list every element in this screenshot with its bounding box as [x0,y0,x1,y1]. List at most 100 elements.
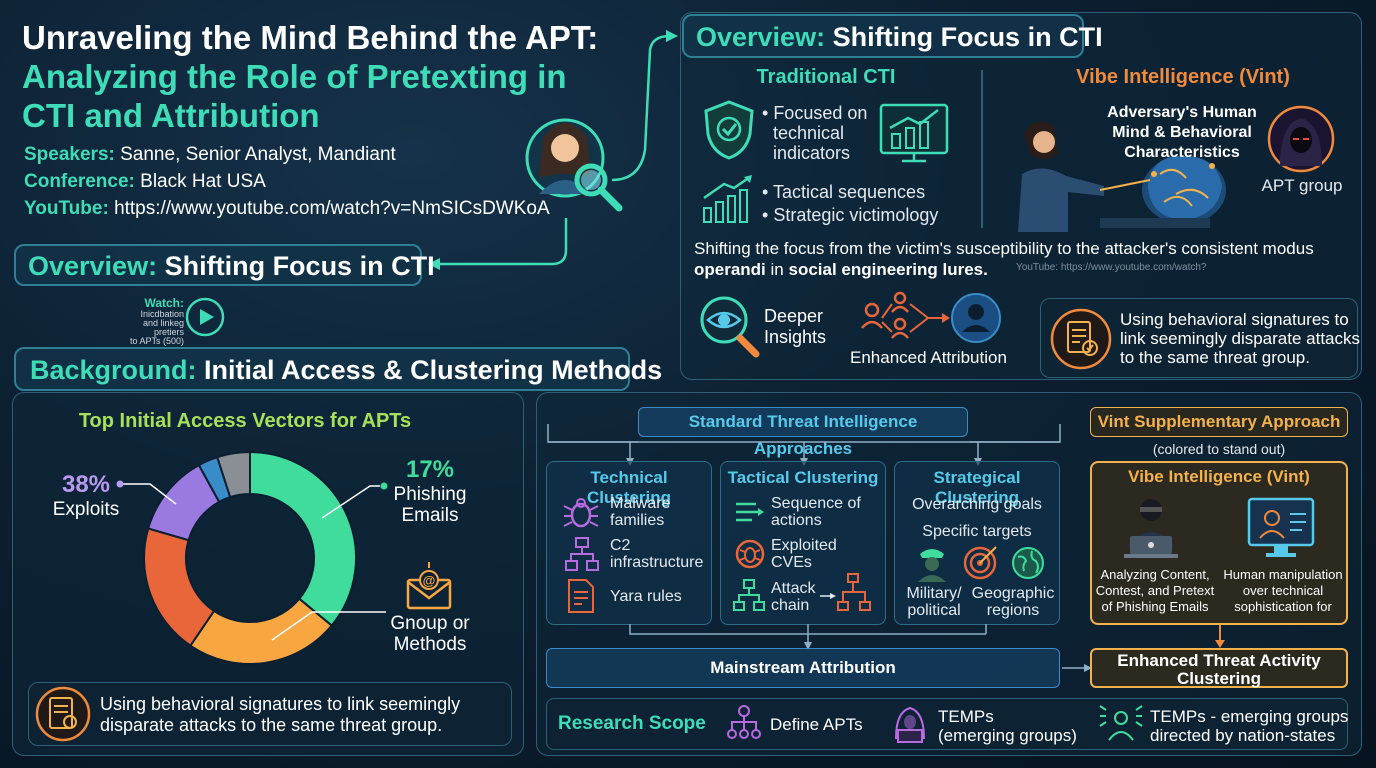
vint-left-line-2: Contest, and Pretext [1095,583,1215,598]
signature-document-icon [1050,308,1112,370]
vint-desc-line-1: Adversary's Human [1107,104,1257,121]
overview-behavioral-text: Using behavioral signatures to link seem… [1120,310,1360,367]
trad-item-2a: • Tactical sequences [762,182,926,202]
hooded-hacker-icon [1266,104,1336,174]
vint-supp-subtitle: (colored to stand out) [1152,441,1286,457]
overview-header-colored: Overview: [696,22,826,52]
sequence-hand-icon [732,496,768,526]
youtube-link[interactable]: https://www.youtube.com/watch?v=NmSICsDW… [114,198,550,219]
vint-description: Adversary's Human Mind & Behavioral Char… [1082,103,1282,163]
group-leader-line [271,611,386,641]
c2-infrastructure-label: C2 infrastructure [610,537,704,571]
youtube-row: YouTube: https://www.youtube.com/watch?v… [24,195,550,222]
overview-behav-line-3: to the same threat group. [1120,348,1310,367]
exploits-leader-line [120,483,177,505]
standard-tree-lines [547,424,1061,466]
vint-box-title: Vibe Intelligence (Vint) [1128,467,1310,486]
specific-targets-label: Specific targets [922,523,1032,540]
speakers-value: Sanne, Senior Analyst, Mandiant [120,144,396,165]
vint-desc-line-2: Mind & Behavioral [1112,124,1252,141]
vint-down-arrow [1215,625,1225,648]
watermark-text: YouTube: https://www.youtube.com/watch? [1016,262,1207,273]
group-label-1: Gnoup or [390,613,470,634]
vint-right-text: Human manipulation over technical sophis… [1220,567,1346,615]
exploits-pct: 38% [61,471,111,498]
malware-bug-icon [562,496,600,530]
watch-caption-2: and linkeg pretiers [142,318,184,337]
phishing-pct: 17% [405,456,455,483]
vint-desc-line-3: Characteristics [1124,144,1240,161]
temps-line-1: TEMPs [938,707,994,726]
tactical-clustering-title: Tactical Clustering [727,468,879,487]
youtube-label: YouTube: [24,198,109,219]
target-icon [962,545,998,581]
mainstream-connectors [629,624,987,650]
vint-left-line-1: Analyzing Content, [1100,567,1210,582]
background-header-tag: Background: Initial Access & Clustering … [14,347,662,391]
group-label-2: Methods [393,634,467,655]
vint-left-line-3: of Phishing Emails [1101,599,1209,614]
hierarchy-people-icon [724,704,764,744]
deeper-line-2: Insights [764,327,827,347]
temps-nation-states-label: TEMPs - emerging groups directed by nati… [1150,707,1348,745]
donut-chart [116,450,388,665]
phishing-label-1: Phishing [393,484,467,505]
overview-small-tag[interactable]: Overview: Shifting Focus in CTI [14,244,435,286]
temps-emerging-label: TEMPs (emerging groups) [938,707,1077,745]
title-line-2: Analyzing the Role of Pretexting in [22,58,567,95]
deeper-line-1: Deeper [764,306,824,326]
conference-value: Black Hat USA [140,171,266,192]
conference-row: Conference: Black Hat USA [24,168,550,195]
exploits-leader-dot [116,480,124,488]
temps-ns-line-2: directed by nation-states [1150,726,1336,745]
research-scope-title: Research Scope [558,713,706,734]
trad-bullet-list-1: • Focused on technical indicators [762,103,867,163]
hooded-laptop-icon [888,704,932,746]
group-methods-callout: Gnoup or Methods [380,613,480,655]
define-apts-label: Define APTs [770,715,863,734]
watch-caption-1: Inicdbation [140,309,184,319]
phishing-leader-dot [380,482,388,490]
shield-check-icon [700,98,758,162]
military-political-label: Military/ political [906,585,962,619]
traditional-cti-title: Traditional CTI [756,66,896,88]
shift-text-line-1: Shifting the focus from the victim's sus… [694,239,1314,258]
overview-divider [981,70,983,228]
yara-document-icon [566,578,596,614]
overview-small-white: Shifting Focus in CTI [164,251,435,281]
title-block: Unraveling the Mind Behind the APT: Anal… [22,18,662,136]
overview-behav-line-2: link seemingly disparate attacks [1120,329,1361,348]
mainstream-arrow [1062,664,1092,672]
shift-text-line-2: operandi in social engineering lures. [694,260,988,279]
watch-block: Watch: Inicdbation and linkeg pretiers t… [114,296,184,346]
exploits-callout: 38% Exploits [46,471,126,521]
deeper-insights-label: Deeper Insights [764,306,826,348]
overview-header-tag: Overview: Shifting Focus in CTI [682,14,1103,58]
overview-small-colored: Overview: [28,251,158,281]
overview-header-white: Shifting Focus in CTI [832,22,1103,52]
meta-block: Speakers: Sanne, Senior Analyst, Mandian… [24,141,550,222]
geographic-regions-label: Geographic regions [971,585,1055,619]
trad-item-1b: technical [773,123,845,143]
analyst-avatar-icon [513,108,628,218]
malware-families-label: Malware families [610,495,671,529]
phishing-callout: 17% Phishing Emails [380,456,480,526]
phishing-leader-line [321,485,380,519]
tactical-clustering-box: Tactical Clustering [720,461,886,625]
title-line-3: CTI and Attribution [22,97,320,134]
attack-flow-icon [818,572,876,614]
apt-group-label: APT group [1261,176,1343,195]
globe-icon [1010,545,1046,581]
play-button-icon[interactable] [184,296,226,338]
trad-item-1c: indicators [773,143,851,163]
trad-item-1a: • Focused on [762,103,868,123]
exploited-cves-label: Exploited CVEs [771,537,837,571]
enhanced-attribution-label: Enhanced Attribution [850,348,1007,367]
speakers-label: Speakers: [24,144,115,165]
background-behav-line-2: disparate attacks to the same threat gro… [100,715,443,735]
exploit-bug-icon [734,538,766,570]
phishing-label-2: Emails [401,505,459,526]
attack-chain-label: Attack chain [771,580,816,614]
analyst-brain-illustration-icon [1004,94,1254,234]
